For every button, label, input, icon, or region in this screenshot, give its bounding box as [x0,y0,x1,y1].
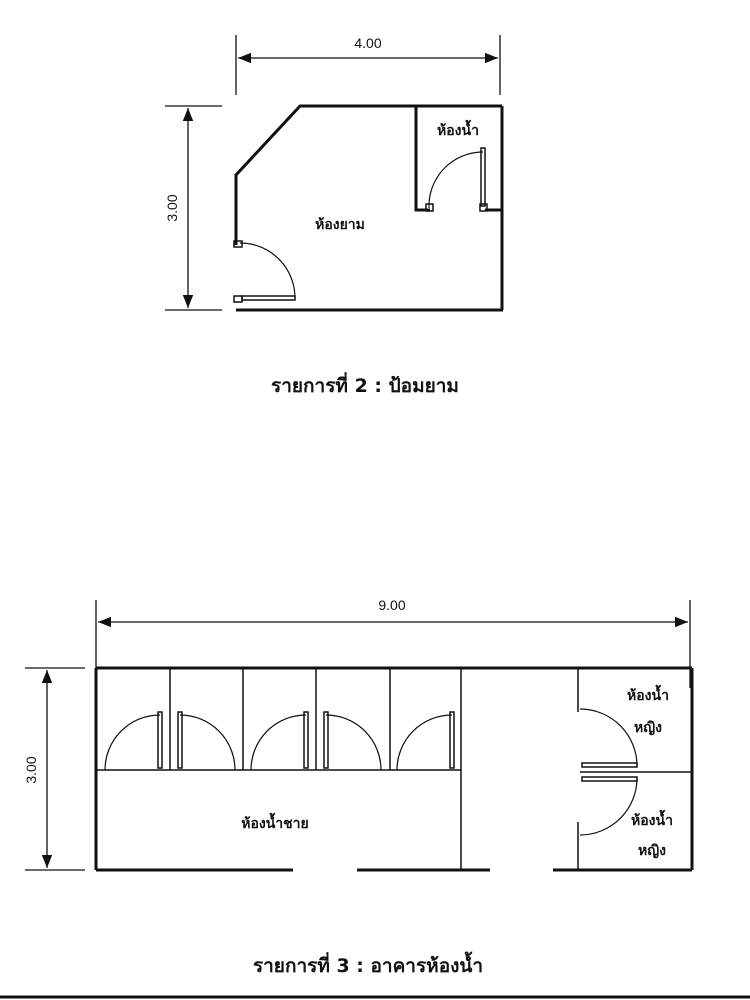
guardhouse-plan: 4.00 3.00 ห้องน้ำ ห้องยาม [164,35,504,397]
restroom-caption: รายการที่ 3 : อาคารห้องน้ำ [253,951,483,977]
height-dimension-label: 3.00 [164,194,180,221]
height-dimension-label: 3.00 [23,756,39,783]
width-dimension-label: 9.00 [378,597,405,613]
height-dimension: 3.00 [164,105,222,311]
width-dimension-label: 4.00 [354,35,381,51]
width-dimension: 4.00 [235,35,501,95]
women-restroom-1-sublabel: หญิง [634,720,662,736]
men-stall-doors [104,711,455,771]
guard-room-label: ห้องยาม [315,217,365,233]
walls [94,666,694,872]
women-restroom-2-label: ห้องน้ำ [631,809,673,829]
restroom-plan: 9.00 3.00 [23,597,694,977]
women-restroom-2-sublabel: หญิง [638,843,666,859]
entrance-door [233,240,296,303]
width-dimension: 9.00 [95,597,691,688]
height-dimension: 3.00 [23,667,85,871]
guardhouse-caption: รายการที่ 2 : ป้อมยาม [271,372,459,397]
women-restroom-1-label: ห้องน้ำ [627,684,669,704]
bathroom-door [425,147,488,212]
men-restroom-label: ห้องน้ำชาย [241,812,308,832]
women-stall-doors [579,708,638,836]
bathroom-label: ห้องน้ำ [437,119,479,139]
